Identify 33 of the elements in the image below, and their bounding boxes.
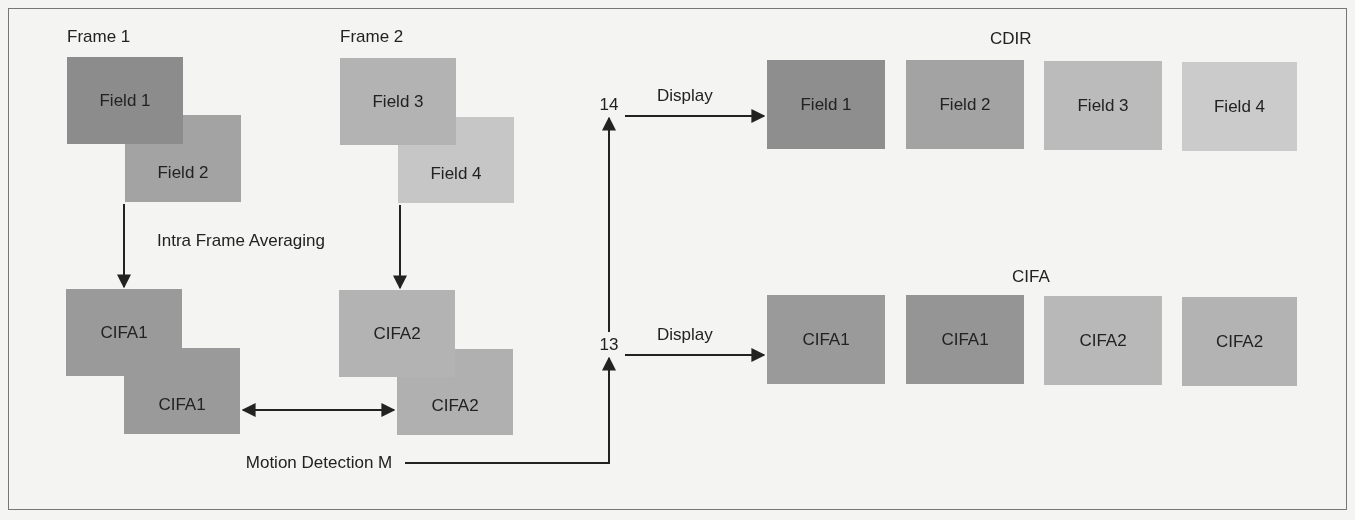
caption-text: CDIR (990, 28, 1032, 50)
field-box: Field 4 (1182, 62, 1297, 151)
field-box: CIFA2 (1044, 296, 1162, 385)
field-box: Field 3 (1044, 61, 1162, 150)
field-box: Field 1 (67, 57, 183, 144)
arrow (117, 203, 131, 289)
arrow (393, 204, 407, 290)
caption-text: Intra Frame Averaging (157, 230, 325, 252)
field-box: CIFA1 (767, 295, 885, 384)
arrow (602, 116, 616, 333)
field-box: Field 4 (398, 145, 514, 203)
caption-text: Frame 2 (340, 26, 404, 48)
field-box: CIFA2 (1182, 297, 1297, 386)
field-box: Field 2 (125, 144, 241, 202)
field-box: Field 2 (906, 60, 1024, 149)
edge-label: Display (655, 87, 715, 104)
field-box: CIFA1 (906, 295, 1024, 384)
field-box: Field 1 (767, 60, 885, 149)
field-box: CIFA2 (397, 377, 513, 435)
caption-text: Frame 1 (67, 26, 131, 48)
arrow (404, 356, 616, 464)
arrow (624, 348, 766, 362)
arrow (241, 403, 396, 417)
node-text: 14 (596, 94, 622, 116)
field-box: Field 3 (340, 58, 456, 145)
field-box: CIFA1 (66, 289, 182, 376)
node-text: Motion Detection M (236, 452, 402, 474)
field-box: CIFA1 (124, 376, 240, 434)
caption-text: CIFA (1012, 266, 1050, 288)
edge-label: Display (655, 326, 715, 343)
arrow (624, 109, 766, 123)
field-box: CIFA2 (339, 290, 455, 377)
node-text: 13 (596, 334, 622, 356)
